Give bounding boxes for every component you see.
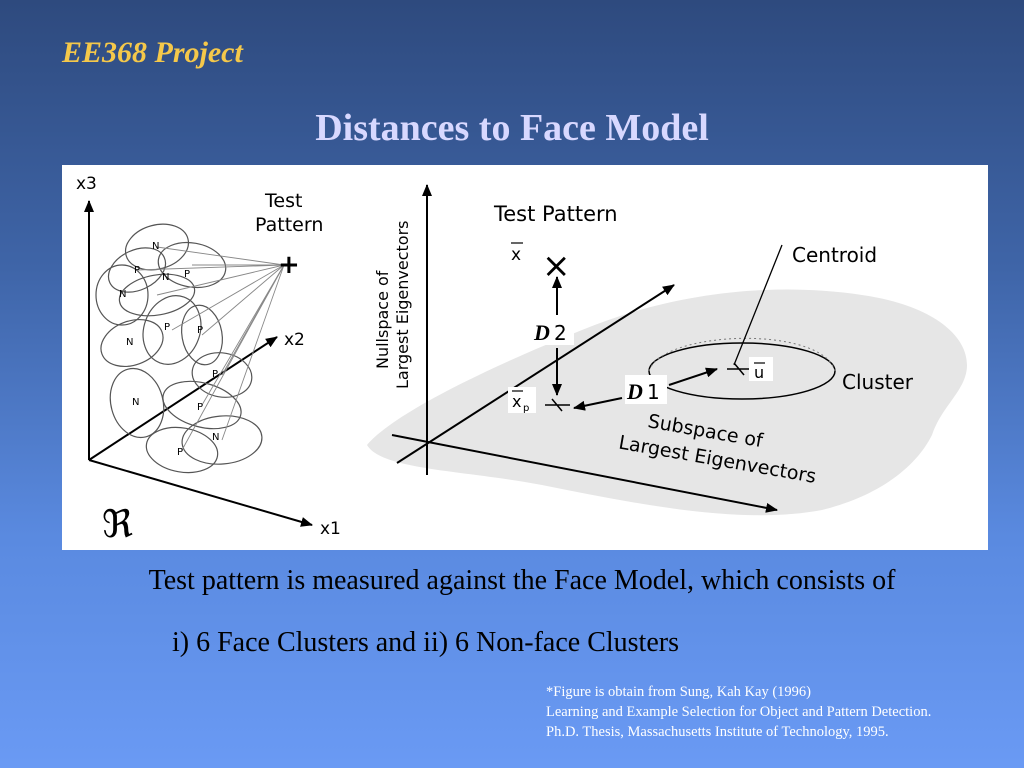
axis-x2-line — [88, 336, 278, 461]
d1-letter: D — [626, 379, 643, 404]
axis-x1-line — [88, 459, 313, 527]
cluster-ellipse — [191, 352, 253, 398]
cluster-label: N — [119, 289, 126, 300]
d2-label: D 2 — [532, 316, 574, 345]
real-space-symbol: ℜ — [102, 504, 133, 546]
axis-x2-label: x2 — [284, 330, 305, 350]
mu-text: u — [754, 363, 764, 382]
cluster-label: P — [177, 447, 183, 458]
distance-line — [201, 264, 285, 336]
cluster-label: P — [197, 402, 203, 413]
subspace-axis-diagonal — [396, 284, 675, 464]
xp-subscript: p — [523, 403, 529, 414]
cluster-label: P — [164, 322, 170, 333]
cluster-ellipse — [118, 273, 196, 317]
subspace-axis-horizontal — [391, 434, 778, 513]
test-pattern-lines — [136, 246, 285, 451]
test-pattern-label: Test Pattern — [493, 202, 618, 226]
cluster-ellipse — [124, 223, 190, 271]
cluster-label: P — [134, 265, 140, 276]
test-label-line2: Pattern — [255, 214, 323, 236]
distance-line — [136, 264, 285, 271]
nullspace-label: Nullspace of Largest Eigenvectors — [373, 221, 412, 390]
centroid-label: Centroid — [792, 243, 877, 267]
cluster-label: N — [212, 432, 219, 443]
cluster-label: N — [126, 337, 133, 348]
d1-label-bg — [625, 375, 667, 404]
cluster-ellipse — [181, 415, 263, 465]
cluster-ellipse — [162, 380, 242, 430]
cluster-label: N — [152, 241, 159, 252]
distance-line — [201, 264, 285, 406]
distance-line — [181, 264, 285, 451]
right-panel: × x Test Pattern D 2 D 1 x — [367, 184, 967, 516]
citation-line: Ph.D. Thesis, Massachusetts Institute of… — [546, 724, 889, 740]
cluster-label: N — [132, 397, 139, 408]
x-bar-label: x — [511, 245, 521, 265]
cluster-label: P — [212, 369, 218, 380]
test-pattern-marker: + — [278, 250, 300, 280]
axis-x3-label: x3 — [76, 174, 97, 194]
caption-line-2: i) 6 Face Clusters and ii) 6 Non-face Cl… — [172, 627, 679, 658]
mu-label: u — [749, 357, 773, 382]
x-marker: × — [542, 246, 571, 286]
nullspace-line1: Nullspace of — [373, 270, 392, 369]
distance-line — [171, 264, 285, 331]
d1-arrow-left — [573, 397, 623, 411]
distance-line — [221, 264, 285, 441]
course-title: EE368 Project — [62, 36, 243, 69]
xp-text: x — [512, 392, 521, 411]
citation-line: Learning and Example Selection for Objec… — [546, 704, 932, 720]
cluster-label: P — [197, 325, 203, 336]
cluster-ellipse — [100, 319, 164, 367]
d2-letter: D — [533, 320, 550, 345]
axis-x1-label: x1 — [320, 519, 341, 539]
cluster-label: N — [162, 272, 169, 283]
d1-label: D 1 — [625, 375, 667, 404]
cluster-ellipses — [95, 223, 263, 474]
cluster-ellipse — [145, 426, 219, 474]
citation-line: *Figure is obtain from Sung, Kah Kay (19… — [546, 684, 811, 700]
caption-line-1: Test pattern is measured against the Fac… — [148, 565, 896, 596]
d1-arrow-right — [668, 367, 718, 386]
xp-mark — [545, 398, 570, 412]
citation: *Figure is obtain from Sung, Kah Kay (19… — [546, 682, 1016, 742]
d2-number: 2 — [554, 321, 567, 345]
cluster-ellipse — [107, 247, 167, 293]
xp-label: x p — [508, 387, 536, 414]
test-label-line1: Test — [264, 190, 302, 212]
cluster-ellipse — [157, 241, 227, 289]
d2-label-bg — [532, 316, 574, 345]
d1-number: 1 — [647, 380, 660, 404]
cluster-ellipse — [181, 304, 223, 366]
nullspace-line2: Largest Eigenvectors — [393, 221, 412, 390]
mu-label-bg — [749, 357, 773, 381]
distance-line — [156, 264, 285, 296]
cluster-ellipse — [109, 367, 165, 439]
slide-title: Distances to Face Model — [315, 107, 709, 149]
cluster-ellipse — [95, 264, 149, 326]
left-panel: N P P N N P N P P N P N P + Test Pattern… — [76, 174, 341, 546]
mu-mark — [727, 362, 752, 376]
distance-line — [156, 246, 285, 266]
centroid-pointer — [733, 244, 783, 366]
cluster-label: P — [184, 269, 190, 280]
figure-diagram: N P P N N P N P P N P N P + Test Pattern… — [76, 174, 967, 546]
cluster-label-3d: Cluster — [842, 370, 914, 394]
face-model-figure: N P P N N P N P P N P N P + Test Pattern… — [62, 165, 988, 550]
